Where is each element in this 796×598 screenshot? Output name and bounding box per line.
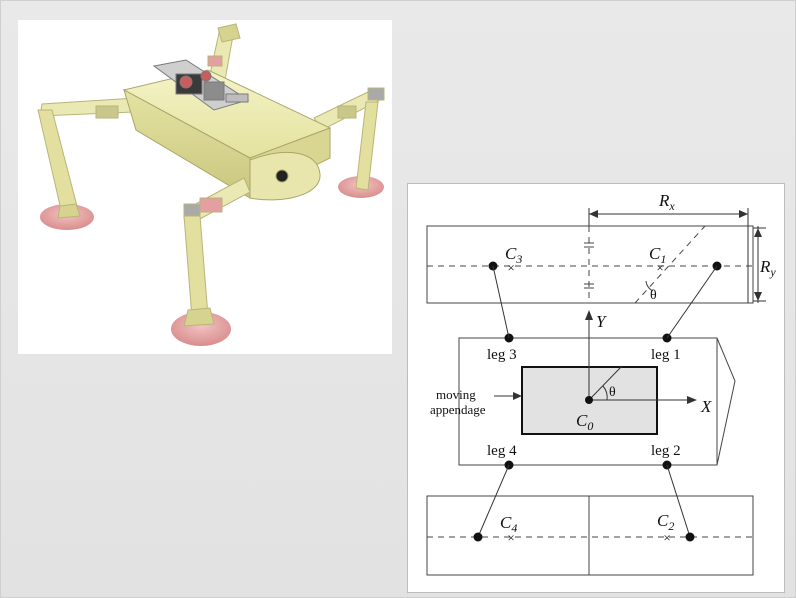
y-axis-arrow	[585, 310, 593, 320]
c1-label: C1	[649, 244, 666, 266]
c2-label: C2	[657, 511, 674, 533]
leg4-link	[477, 464, 510, 538]
robot-render-panel	[18, 20, 392, 354]
c3-label: C3	[505, 244, 522, 266]
c4-cross-mark: ×	[507, 530, 514, 545]
leg3-label: leg 3	[487, 347, 517, 363]
rx-arrow-left	[589, 210, 598, 218]
leg1-label: leg 1	[651, 347, 681, 363]
leg3-link	[492, 265, 510, 339]
theta-reference-line	[634, 225, 706, 304]
y-axis-label: Y	[596, 312, 607, 331]
foot-point-leg2	[685, 532, 695, 542]
theta-arc-top	[645, 280, 654, 292]
rx-label: Rx	[658, 191, 675, 213]
ry-arrow-bottom	[754, 292, 762, 301]
robot-payload	[152, 59, 250, 111]
rx-arrow-right	[739, 210, 748, 218]
leg-geometry-diagram: Rx Ry θ × × C1 C3 Y X	[407, 183, 785, 593]
c0-label: C0	[576, 411, 593, 433]
leg4-label: leg 4	[487, 443, 517, 459]
c2-cross-mark: ×	[663, 530, 670, 545]
robot-body-outline	[458, 337, 736, 466]
theta-arc-center	[602, 385, 608, 401]
leg1-link	[666, 265, 718, 339]
ry-label: Ry	[759, 257, 776, 279]
theta-center-label: θ	[609, 385, 616, 400]
theta-top-label: θ	[650, 288, 657, 303]
diagram-canvas: Rx Ry θ × × C1 C3 Y X	[426, 191, 776, 576]
theta-rotation-line	[588, 365, 623, 401]
top-stance-rectangle	[426, 225, 754, 304]
leg2-link	[666, 464, 691, 538]
bottom-stance-rectangle	[426, 495, 754, 576]
moving-appendage-label-line2: appendage	[430, 402, 486, 417]
c0-point	[585, 396, 593, 404]
ry-arrow-top	[754, 228, 762, 237]
x-axis-label: X	[700, 397, 712, 416]
leg-rear-left	[37, 97, 137, 219]
x-axis-arrow	[687, 396, 697, 404]
c4-label: C4	[500, 513, 517, 535]
leg-front-left	[183, 177, 251, 327]
quadruped-robot-icon	[37, 23, 385, 346]
leg2-label: leg 2	[651, 443, 681, 459]
moving-appendage-arrowhead	[513, 392, 522, 400]
moving-appendage-label-line1: moving	[436, 387, 476, 402]
c3-cross-mark: ×	[507, 260, 514, 275]
foot-point-leg4	[473, 532, 483, 542]
c1-cross-mark: ×	[656, 260, 663, 275]
